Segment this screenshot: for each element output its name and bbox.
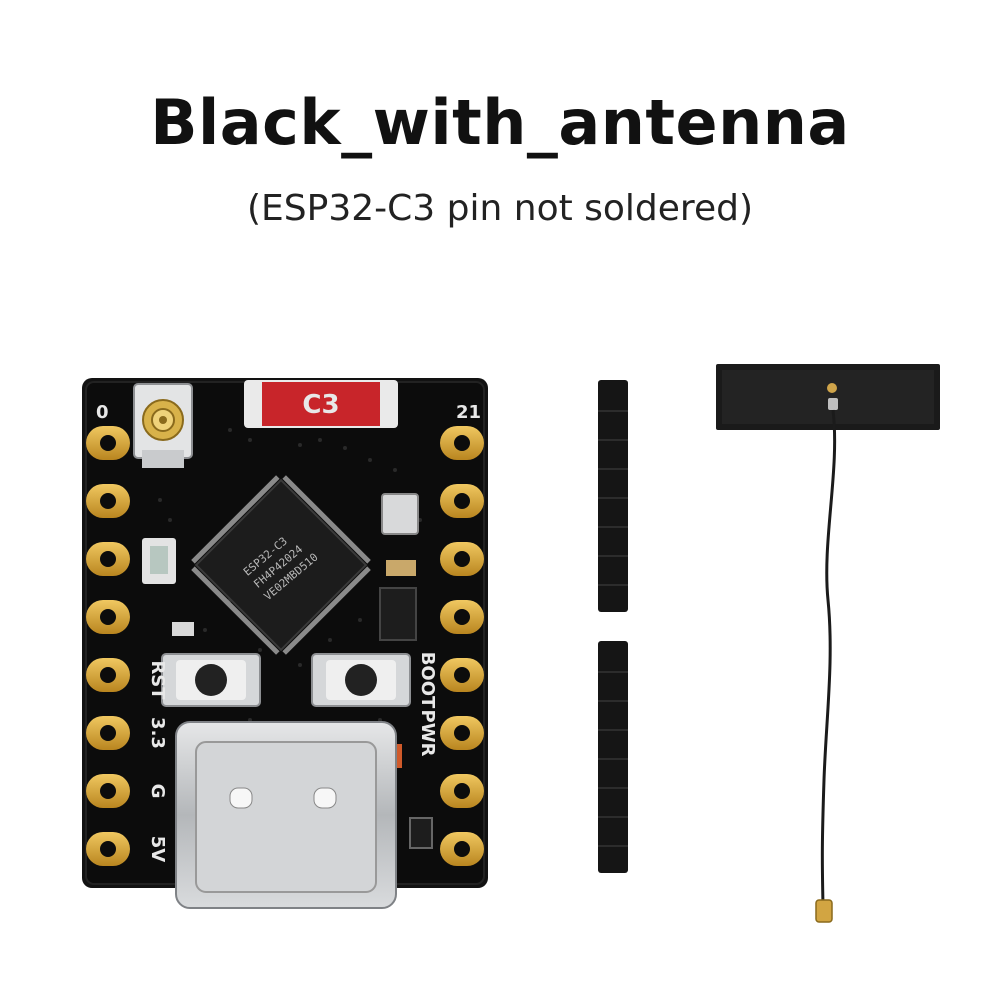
pad-right-3 [440,542,484,576]
page-subtitle: (ESP32-C3 pin not soldered) [247,188,753,229]
page-title: Black_with_antenna [150,86,850,159]
pad-right-4 [440,600,484,634]
label-boot: BOOT [417,652,438,709]
c3-label-chip: C3 [244,380,398,428]
pad-right-1 [440,426,484,460]
usb-c-connector [175,721,397,909]
ufl-connector [133,383,193,468]
pad-left-8 [86,832,130,866]
pad-right-8 [440,832,484,866]
pad-left-7 [86,774,130,808]
label-pwr: PWR [417,710,438,757]
rst-button [161,653,261,707]
label-gnd: G [147,784,168,799]
label-3v3: 3.3 [147,717,168,749]
pad-left-3 [86,542,130,576]
label-pin-0: 0 [96,402,109,423]
pad-left-6 [86,716,130,750]
antenna-cable [820,409,837,906]
pad-right-2 [440,484,484,518]
label-pin-21: 21 [456,402,481,423]
esp32-c3-board: C3 ESP32-C3 FH4P42024 VE02MBD510 [82,378,488,909]
right-pin-pads [440,426,484,866]
pin-header-bottom [534,641,660,873]
boot-button [311,653,411,707]
pad-left-2 [86,484,130,518]
left-pin-pads [86,426,130,866]
label-5v: 5V [147,836,168,863]
antenna-ufl-plug [815,899,833,923]
pad-left-5 [86,658,130,692]
label-rst: RST [147,660,168,700]
pad-left-4 [86,600,130,634]
esp32-c3-chip [191,475,371,655]
pin-header-top [534,380,660,612]
flex-pcb-antenna [716,364,940,923]
pad-right-7 [440,774,484,808]
pad-left-1 [86,426,130,460]
passive-components [142,538,433,849]
chip-label: C3 [302,390,339,420]
silkscreen-labels: 0 21 RST BOOT 3.3 PWR G 5V [96,402,481,862]
crystal [381,493,419,535]
pad-right-6 [440,716,484,750]
pad-right-5 [440,658,484,692]
